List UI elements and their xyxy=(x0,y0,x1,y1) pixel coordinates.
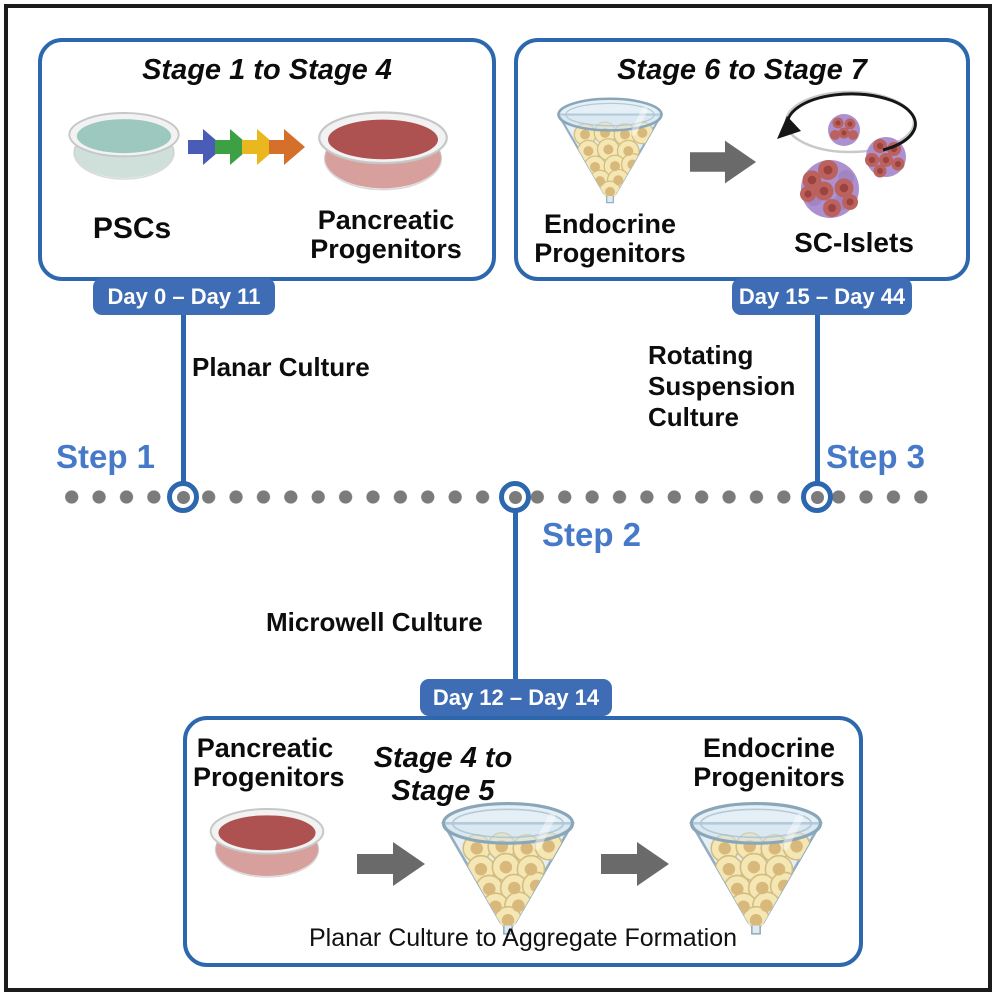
step3-label: Step 3 xyxy=(826,438,926,475)
psc-label: PSCs xyxy=(92,212,172,245)
aggregate-funnel-icon xyxy=(435,790,581,938)
connector-line-step2 xyxy=(513,511,518,681)
process-arrow-icon xyxy=(601,840,671,888)
aggregate-formation-caption: Planar Culture to Aggregate Formation xyxy=(308,924,737,952)
figure-frame xyxy=(4,4,992,992)
pancreatic-progenitor-dish-icon xyxy=(199,792,335,894)
panel-stage6to7: Stage 6 to Stage 7 Endocrine Progenitors… xyxy=(514,38,970,281)
timeline-node-step1 xyxy=(167,481,199,513)
endocrine-progenitors-label: Endocrine Progenitors xyxy=(534,209,686,268)
sc-islets-label: SC-Islets xyxy=(794,227,914,258)
panel-stage4to5: Stage 4 to Stage 5 Pancreatic Progenitor… xyxy=(183,716,863,967)
timeline-node-step2 xyxy=(499,481,531,513)
endocrine-funnel-icon xyxy=(683,790,829,938)
pancreatic-progenitors-label: Pancreatic Progenitors xyxy=(310,205,462,264)
panel-stage1to4-title: Stage 1 to Stage 4 xyxy=(142,54,392,86)
day-range-badge-step1: Day 0 – Day 11 xyxy=(93,278,275,315)
endocrine-progenitor-funnel-icon xyxy=(544,88,676,206)
day-range-badge-step2: Day 12 – Day 14 xyxy=(420,679,612,716)
step1-label: Step 1 xyxy=(56,438,156,475)
connector-line-step3 xyxy=(815,312,820,484)
dotted-timeline xyxy=(58,490,934,504)
microwell-culture-label: Microwell Culture xyxy=(266,607,483,637)
differentiation-arrows-icon xyxy=(188,116,310,178)
panel-stage1to4: Stage 1 to Stage 4 PSCs Pancreatic Proge… xyxy=(38,38,496,281)
pancreatic-progenitor-dish-icon xyxy=(306,96,460,206)
day-range-badge-step3: Day 15 – Day 44 xyxy=(732,278,912,315)
psc-petri-dish-icon xyxy=(58,94,190,198)
panel-stage6to7-title: Stage 6 to Stage 7 xyxy=(617,54,867,86)
endocrine-progenitors-label: Endocrine Progenitors xyxy=(693,733,845,792)
process-arrow-icon xyxy=(690,138,758,186)
step2-label: Step 2 xyxy=(542,516,642,553)
planar-culture-label: Planar Culture xyxy=(192,352,370,382)
process-arrow-icon xyxy=(357,840,427,888)
pancreatic-progenitors-label: Pancreatic Progenitors xyxy=(193,733,345,792)
connector-line-step1 xyxy=(181,312,186,484)
rotating-suspension-culture-label: Rotating Suspension Culture xyxy=(648,340,796,432)
panel-stage4to5-title: Stage 4 to Stage 5 xyxy=(373,742,513,807)
rotating-sc-islets-icon xyxy=(762,78,962,226)
timeline-node-step3 xyxy=(801,481,833,513)
